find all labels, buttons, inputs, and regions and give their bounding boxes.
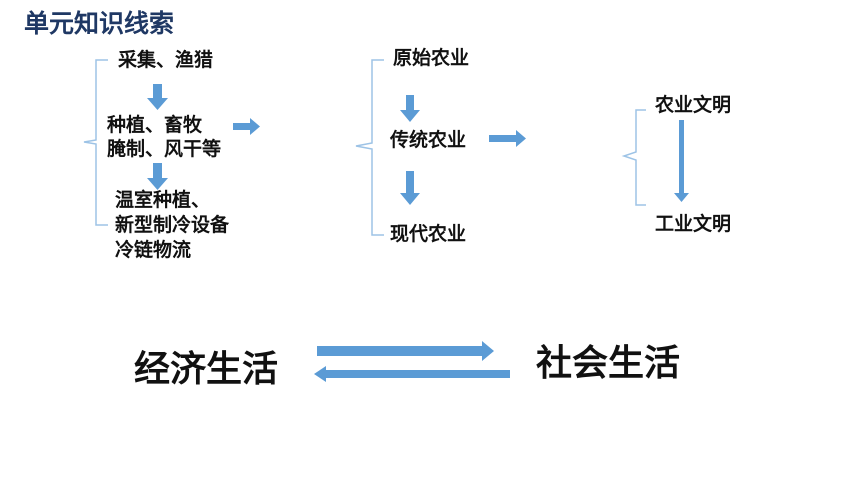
social-life-label: 社会生活: [536, 343, 681, 384]
economic-life-label: 经济生活: [134, 349, 279, 390]
col2-item-1: 原始农业: [393, 47, 470, 69]
arrow-left-bottom: [314, 366, 510, 382]
col1-item-3-line-2: 新型制冷设备: [115, 214, 230, 236]
arrow-down-col2-b: [400, 171, 420, 205]
bracket-col3: [621, 109, 646, 206]
page-title: 单元知识线索: [24, 9, 175, 38]
col1-item-2-line-1: 种植、畜牧: [107, 114, 203, 136]
arrow-right-col1: [233, 118, 260, 135]
bracket-col2: [355, 59, 384, 236]
col1-item-3-line-1: 温室种植、: [115, 189, 211, 211]
col1-item-2-line-2: 腌制、风干等: [107, 138, 222, 160]
arrow-down-col3: [674, 120, 689, 202]
bracket-col1: [83, 59, 108, 226]
col1-item-3-line-3: 冷链物流: [115, 239, 192, 261]
col2-item-3: 现代农业: [390, 223, 467, 245]
col3-item-2: 工业文明: [655, 213, 732, 235]
col1-item-1: 采集、渔猎: [118, 49, 214, 71]
arrow-right-bottom: [317, 341, 494, 361]
col3-item-1: 农业文明: [655, 94, 732, 116]
arrow-down-col1-a: [147, 84, 168, 110]
col2-item-2: 传统农业: [390, 129, 467, 151]
arrow-down-col1-b: [147, 163, 168, 190]
arrow-down-col2-a: [400, 95, 420, 122]
arrow-right-col2: [489, 130, 526, 147]
